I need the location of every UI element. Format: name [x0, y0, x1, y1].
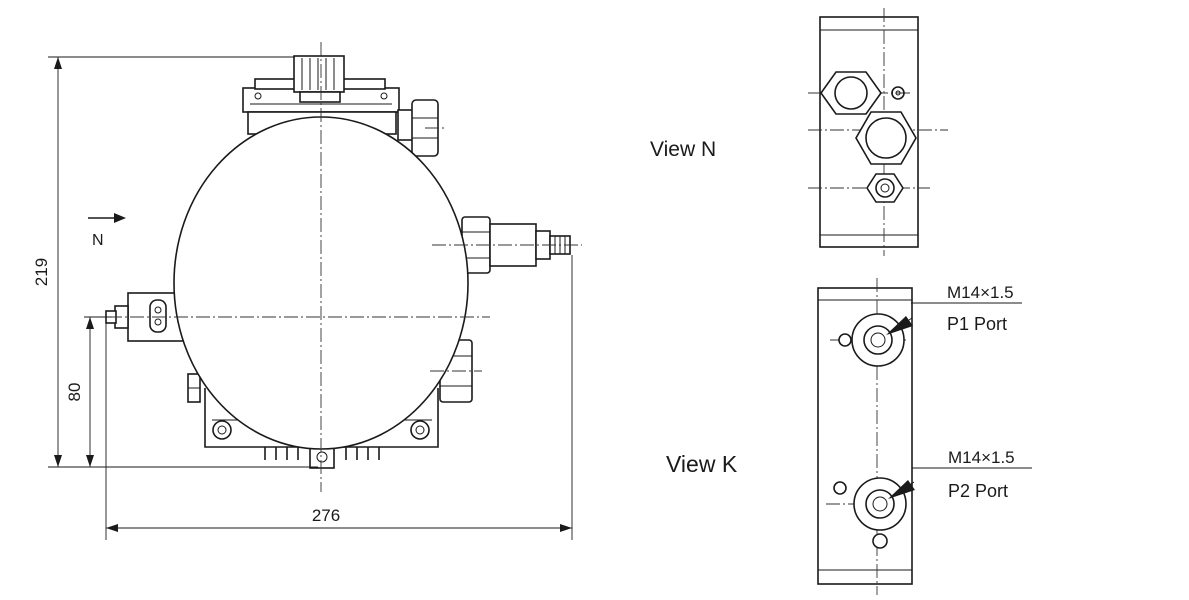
view-direction-arrow: N [88, 213, 126, 249]
p1-port-label: P1 Port [947, 314, 1007, 334]
view-arrow-label: N [92, 232, 104, 249]
main-centerlines [108, 42, 582, 492]
p2-port: M14×1.5 P2 Port [833, 448, 1032, 549]
dimension-276-label: 276 [312, 506, 340, 525]
view-n-title: View N [650, 138, 716, 161]
view-n-port-lower [866, 173, 904, 203]
p2-thread-label: M14×1.5 [948, 448, 1015, 467]
view-k: View K M14×1.5 P1 Port [666, 278, 1032, 595]
p1-port: M14×1.5 P1 Port [838, 283, 1022, 367]
view-n-port-upper [820, 71, 882, 115]
base-fins [264, 445, 380, 469]
dimension-219-label: 219 [32, 258, 51, 286]
dimension-80: 80 [65, 316, 112, 467]
view-k-title: View K [666, 451, 738, 477]
main-front-view: N 219 80 276 [32, 42, 582, 540]
dimension-276: 276 [105, 255, 573, 540]
p2-port-label: P2 Port [948, 481, 1008, 501]
view-n-port-middle [855, 111, 917, 165]
dimension-80-label: 80 [65, 383, 84, 402]
dimension-219: 219 [32, 56, 318, 468]
p1-thread-label: M14×1.5 [947, 283, 1014, 302]
view-n: View N [650, 8, 948, 256]
view-n-small-hole [891, 86, 905, 100]
